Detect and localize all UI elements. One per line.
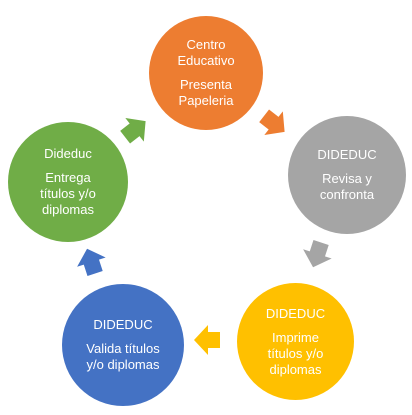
node-body: Revisa y confronta (320, 171, 374, 203)
node-body-line: títulos y/o (267, 345, 324, 361)
node-heading-line: Dideduc (44, 146, 92, 161)
node-heading-line: DIDEDUC (93, 317, 153, 332)
node-dideduc-valida: DIDEDUC Valida títulos y/o diplomas (62, 284, 184, 406)
node-heading: DIDEDUC (93, 317, 152, 333)
node-centro-educativo: Centro Educativo Presenta Papeleria (149, 16, 263, 130)
node-heading: DIDEDUC (317, 147, 376, 163)
node-heading: Centro Educativo (177, 37, 234, 69)
node-body-line: confronta (319, 187, 375, 202)
node-body: Entrega títulos y/o diplomas (40, 170, 96, 218)
node-body-line: diplomas (269, 361, 322, 377)
node-heading-line: Educativo (177, 53, 235, 68)
node-body-line: títulos y/o (40, 186, 96, 201)
arrow-gold (194, 325, 220, 355)
node-dideduc-imprime: DIDEDUC Imprime títulos y/o diplomas (237, 283, 354, 400)
arrow-green (120, 117, 146, 144)
node-body-line: Imprime (272, 329, 319, 345)
node-dideduc-revisa: DIDEDUC Revisa y confronta (288, 116, 406, 234)
node-body-line: Papeleria (178, 93, 234, 108)
node-heading: DIDEDUC (266, 306, 325, 322)
node-heading: Dideduc (44, 146, 92, 162)
node-body: Presenta Papeleria (179, 77, 234, 109)
node-body-line: Revisa y (322, 171, 372, 186)
node-body-line: Entrega (45, 170, 91, 185)
arrow-orange (259, 109, 285, 136)
node-heading-line: DIDEDUC (317, 147, 377, 162)
node-body-line: y/o diplomas (86, 357, 160, 372)
node-body: Imprime títulos y/o diplomas (268, 330, 324, 378)
node-body: Valida títulos y/o diplomas (86, 341, 159, 373)
node-dideduc-entrega: Dideduc Entrega títulos y/o diplomas (8, 122, 128, 242)
node-body-line: Valida títulos (86, 341, 160, 356)
node-body-line: Presenta (179, 77, 233, 92)
arrow-blue (77, 248, 106, 276)
arrow-gray (303, 240, 332, 268)
node-heading-line: DIDEDUC (265, 305, 326, 321)
node-body-line: diplomas (41, 202, 94, 217)
node-heading-line: Centro (186, 37, 226, 52)
